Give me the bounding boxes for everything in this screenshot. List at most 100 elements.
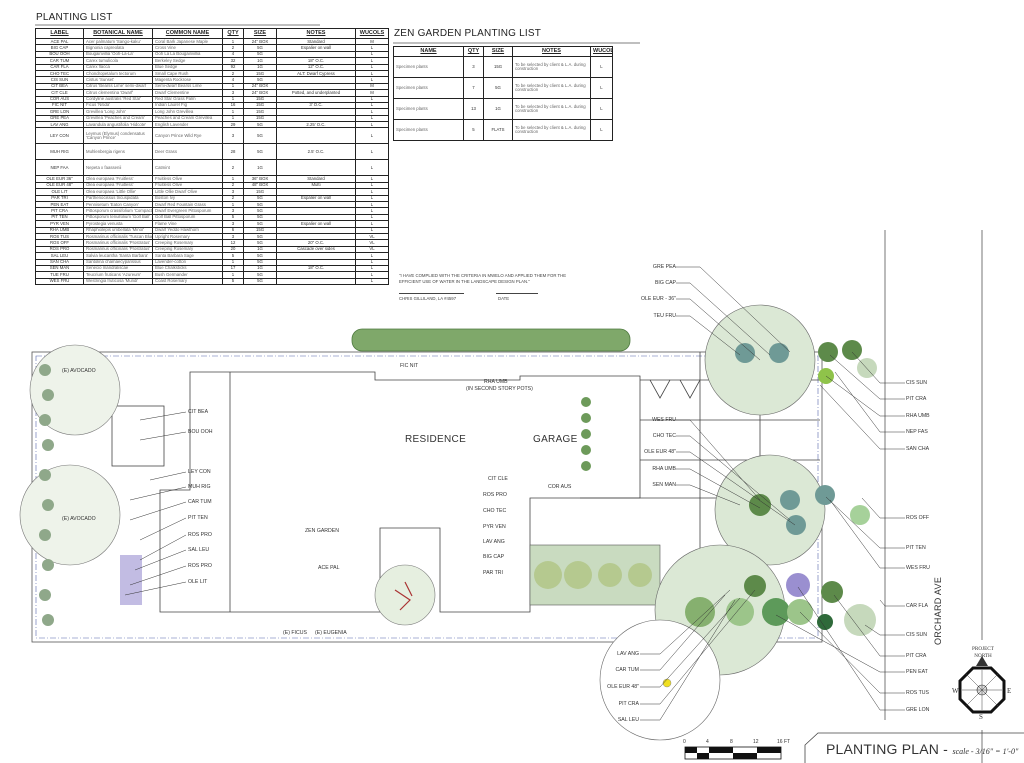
plant-label: CAR FLA (906, 603, 928, 609)
scale-tick: 16 FT (777, 739, 791, 745)
plant-label: WES FRU (906, 565, 930, 571)
plant-label: SAL LEU (617, 717, 639, 723)
table-cell: 5G (483, 77, 513, 99)
table-cell: 2.5' O.C. (276, 143, 356, 161)
table-cell: 2 (222, 159, 244, 177)
plant-label: ROS PRO (188, 563, 212, 569)
table-cell: MUH RIG (35, 143, 84, 161)
plant-label: NEP FAS (906, 429, 928, 435)
zen-list-title: ZEN GARDEN PLANTING LIST (394, 28, 542, 39)
plant-label: ROS PRO (188, 532, 212, 538)
left-shrubs (39, 364, 54, 626)
title-block-border (804, 732, 1024, 763)
scale-tick: 8 (730, 739, 733, 745)
date-line (496, 293, 538, 294)
plant-label: ROS TUS (906, 690, 929, 696)
plant-label: LAV ANG (483, 539, 505, 545)
table-cell: Westringia fruticosa 'Mundi' (83, 277, 153, 286)
column-header: SIZE (243, 28, 277, 39)
compass-south: S (979, 713, 983, 721)
specimen-shrubs (685, 340, 877, 636)
plan-title: PLANTING PLAN - (826, 741, 949, 757)
table-cell: NEP FAA (35, 159, 84, 177)
table-cell (276, 127, 356, 145)
plant-label: CHO TEC (652, 433, 676, 439)
plant-label: (E) AVOCADO (62, 516, 96, 522)
plant-label: OLE EUR 48" (607, 684, 639, 690)
plant-label: FIC NIT (400, 363, 419, 369)
table-cell: L (355, 264, 389, 273)
table-cell: L (355, 63, 389, 71)
plant-label: CIT BEA (188, 409, 209, 415)
table-cell: To be selected by client & L.A. during c… (512, 77, 591, 99)
table-cell: 5 (463, 119, 484, 141)
plant-label: RHA UMB (484, 379, 508, 385)
table-cell: 15G (483, 56, 513, 78)
table-cell: L (355, 76, 389, 84)
plant-label: ROS PRO (483, 492, 507, 498)
planting-list-title: PLANTING LIST (36, 12, 113, 23)
column-header: WUCOLS (590, 46, 613, 57)
table-cell: L (355, 277, 389, 286)
table-cell: L (590, 77, 613, 99)
yellow-marker (662, 678, 672, 688)
title-block: PLANTING PLAN - scale - 3/16" = 1'-0" (826, 741, 1018, 759)
table-cell: Catmint (152, 159, 223, 177)
table-cell: L (590, 119, 613, 141)
table-cell: 1G (243, 159, 277, 177)
plant-label: GRE LON (906, 707, 930, 713)
residence-label: RESIDENCE (405, 434, 467, 445)
plant-label: ACE PAL (318, 565, 340, 571)
table-cell (276, 277, 356, 286)
column-header: LABEL (35, 28, 84, 39)
rha-umb-pots (581, 397, 591, 471)
table-cell: Specimen plants (393, 119, 464, 141)
plant-label: LEY CON (188, 469, 211, 475)
plant-label: PEN EAT (906, 669, 928, 675)
table-cell: L (355, 108, 389, 116)
table-cell: WES FRU (35, 277, 84, 286)
table-cell: Muhlenbergia rigens (83, 143, 153, 161)
table-cell: 3 (463, 56, 484, 78)
plant-label: RHA UMB (652, 466, 676, 472)
plant-label: CIS SUN (906, 632, 928, 638)
compass-label: PROJECT NORTH (972, 646, 994, 659)
compass-west: W (952, 687, 959, 695)
column-header: WUCOLS (355, 28, 389, 39)
table-cell: L (355, 258, 389, 266)
plant-label: COR AUS (548, 484, 572, 490)
table-cell: Canyon Prince Wild Rye (152, 127, 223, 145)
table-cell: L (355, 95, 389, 103)
table-cell: Specimen plants (393, 56, 464, 78)
plant-label: PIT CRA (906, 396, 927, 402)
signature-line (399, 293, 464, 294)
certification-statement: "I HAVE COMPLIED WITH THE CRITERIA IN MW… (399, 273, 567, 284)
table-cell: M (355, 82, 389, 91)
scale-tick: 12 (753, 739, 759, 745)
garage-label: GARAGE (533, 434, 578, 445)
table-cell: To be selected by client & L.A. during c… (512, 56, 591, 78)
plant-label: (E) FICUS (283, 630, 307, 636)
plant-label: SAN CHA (906, 446, 930, 452)
leader-lines (124, 266, 905, 721)
column-header: COMMON NAME (152, 28, 223, 39)
plant-label: MUH RIG (188, 484, 211, 490)
table-cell: Leymus (Elymus) condensatus 'Canyon Prin… (83, 127, 153, 145)
